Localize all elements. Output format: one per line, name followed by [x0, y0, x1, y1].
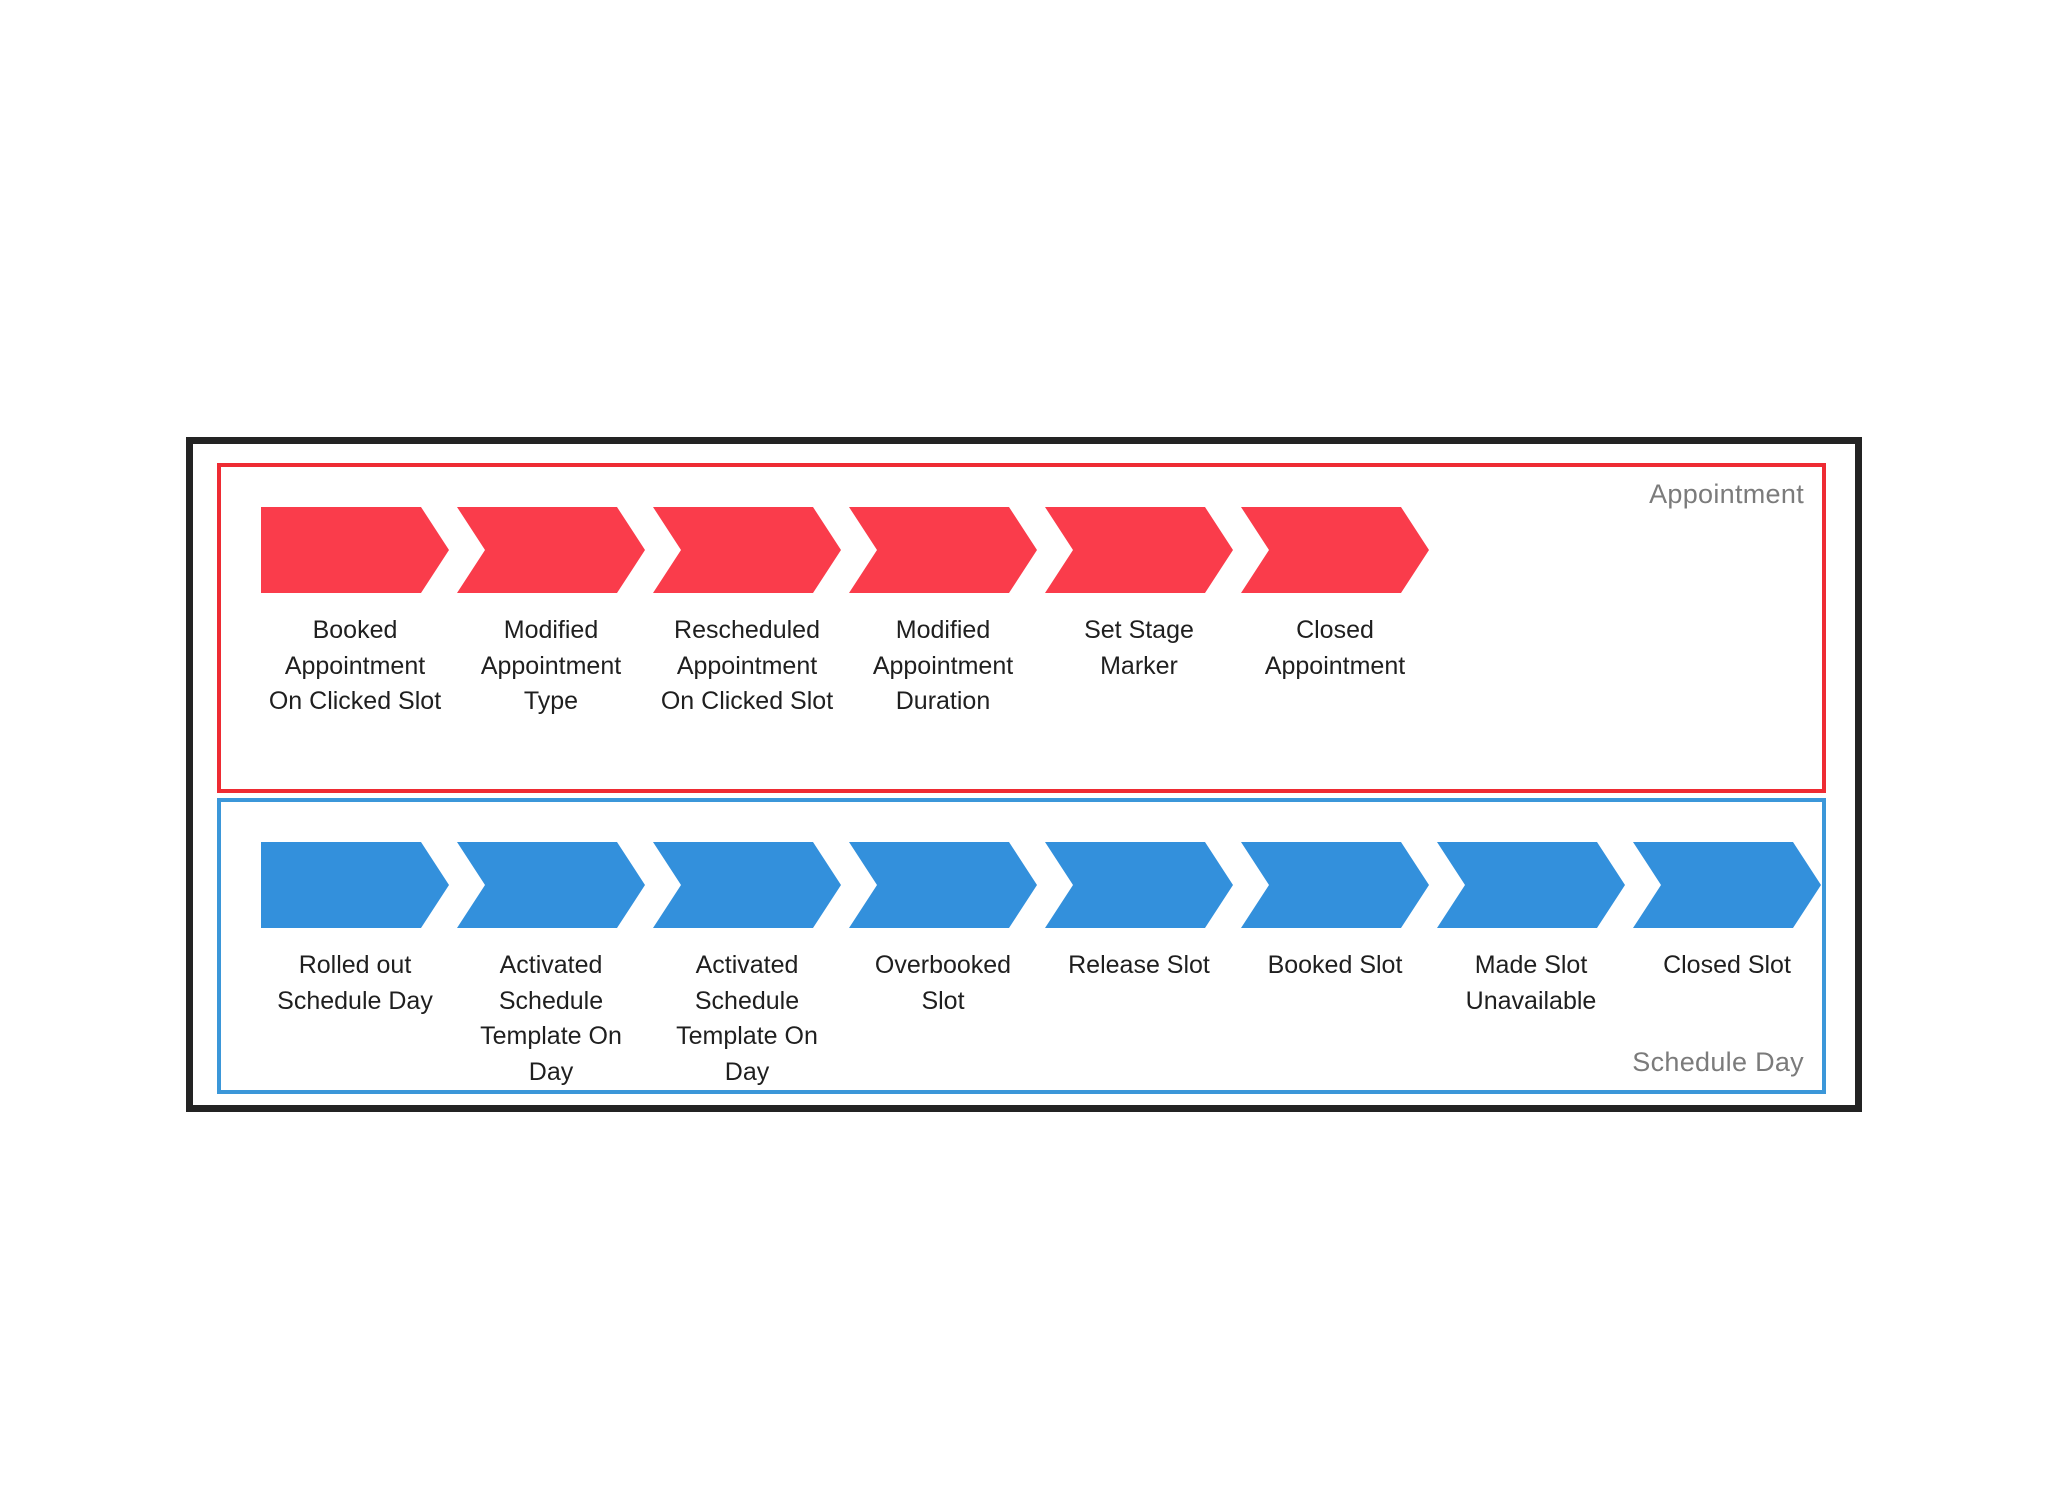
- chevron-icon: [261, 507, 449, 593]
- chevron-icon: [849, 507, 1037, 593]
- process-step-label: Rolled out Schedule Day: [277, 951, 433, 1015]
- process-step-label: Booked Slot: [1267, 951, 1403, 979]
- chevron-icon: [849, 842, 1037, 928]
- chevron-icon: [457, 507, 645, 593]
- process-step-label: Activated Schedule Template On Day: [480, 951, 622, 1086]
- chevron-icon: [1241, 842, 1429, 928]
- chevron-icon: [1437, 842, 1625, 928]
- chevron-row-appointment: Booked Appointment On Clicked Slot Modif…: [261, 507, 1429, 720]
- process-step-activated-schedule-template-on-day-1[interactable]: Activated Schedule Template On Day: [457, 842, 645, 1090]
- diagram-frame: Appointment Booked Appointment On Clicke…: [186, 437, 1862, 1112]
- chevron-icon: [1633, 842, 1821, 928]
- process-step-label: Rescheduled Appointment On Clicked Slot: [660, 616, 834, 715]
- chevron-row-schedule-day: Rolled out Schedule Day Activated Schedu…: [261, 842, 1821, 1090]
- process-step-closed-appointment[interactable]: Closed Appointment: [1241, 507, 1429, 720]
- process-step-modified-appointment-duration[interactable]: Modified Appointment Duration: [849, 507, 1037, 720]
- process-step-modified-appointment-type[interactable]: Modified Appointment Type: [457, 507, 645, 720]
- process-step-booked-appointment-on-clicked-slot[interactable]: Booked Appointment On Clicked Slot: [261, 507, 449, 720]
- process-step-rolled-out-schedule-day[interactable]: Rolled out Schedule Day: [261, 842, 449, 1090]
- chevron-icon: [1045, 507, 1233, 593]
- process-step-label: Activated Schedule Template On Day: [676, 951, 818, 1086]
- process-step-overbooked-slot[interactable]: Overbooked Slot: [849, 842, 1037, 1090]
- swimlane-caption-schedule-day: Schedule Day: [1632, 1047, 1804, 1077]
- chevron-icon: [653, 507, 841, 593]
- process-step-label: Closed Appointment: [1264, 616, 1406, 680]
- process-step-rescheduled-appointment-on-clicked-slot[interactable]: Rescheduled Appointment On Clicked Slot: [653, 507, 841, 720]
- swimlane-appointment: Appointment Booked Appointment On Clicke…: [217, 463, 1826, 793]
- chevron-icon: [1045, 842, 1233, 928]
- process-step-closed-slot[interactable]: Closed Slot: [1633, 842, 1821, 1090]
- process-step-label: Closed Slot: [1663, 951, 1791, 979]
- process-step-made-slot-unavailable[interactable]: Made Slot Unavailable: [1437, 842, 1625, 1090]
- process-step-label: Set Stage Marker: [1084, 616, 1194, 680]
- swimlane-caption-appointment: Appointment: [1649, 479, 1804, 509]
- process-step-label: Made Slot Unavailable: [1465, 951, 1597, 1015]
- process-step-set-stage-marker[interactable]: Set Stage Marker: [1045, 507, 1233, 720]
- process-step-booked-slot[interactable]: Booked Slot: [1241, 842, 1429, 1090]
- process-step-label: Modified Appointment Type: [480, 616, 622, 715]
- chevron-icon: [1241, 507, 1429, 593]
- swimlane-schedule-day: Schedule Day Rolled out Schedule Day Act…: [217, 798, 1826, 1094]
- process-step-label: Overbooked Slot: [874, 951, 1012, 1015]
- chevron-icon: [457, 842, 645, 928]
- chevron-icon: [653, 842, 841, 928]
- process-step-label: Booked Appointment On Clicked Slot: [268, 616, 442, 715]
- process-step-label: Release Slot: [1068, 951, 1210, 979]
- process-step-activated-schedule-template-on-day-2[interactable]: Activated Schedule Template On Day: [653, 842, 841, 1090]
- chevron-icon: [261, 842, 449, 928]
- process-step-release-slot[interactable]: Release Slot: [1045, 842, 1233, 1090]
- process-step-label: Modified Appointment Duration: [872, 616, 1014, 715]
